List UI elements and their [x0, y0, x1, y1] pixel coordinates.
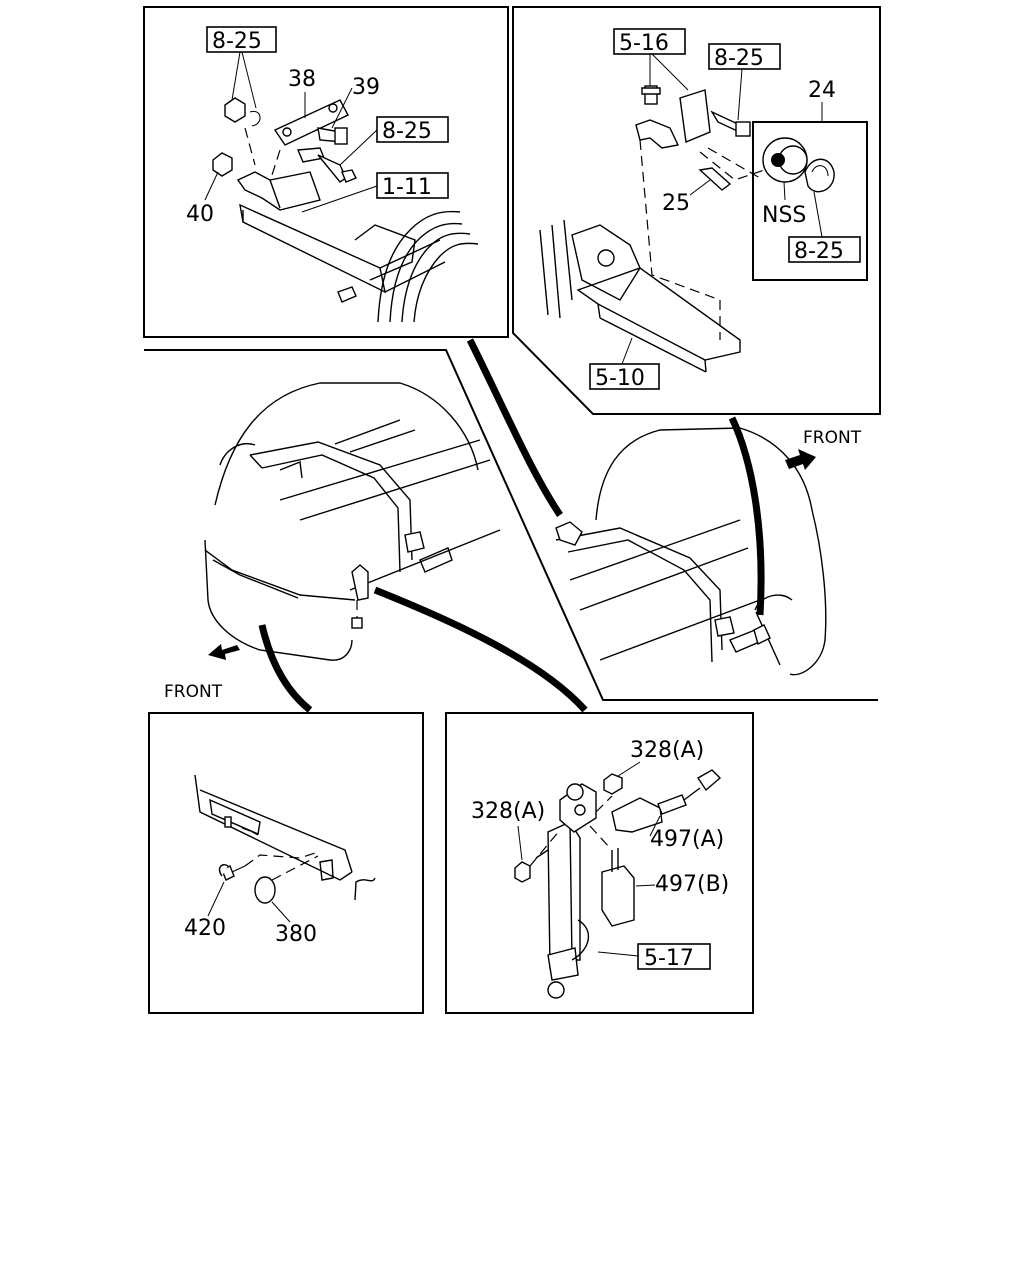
ref-label-5-16: 5-16 [619, 31, 669, 56]
part-number-380: 380 [275, 922, 317, 947]
part-number-328a-top: 328(A) [630, 738, 704, 763]
ref-box-8-25-a [206, 26, 277, 53]
ref-box-8-25-b [376, 116, 449, 143]
ref-box-8-25-d [788, 236, 861, 263]
ref-label-5-17: 5-17 [644, 946, 694, 971]
part-number-497b: 497(B) [655, 872, 729, 897]
part-number-40: 40 [186, 202, 214, 227]
part-number-24: 24 [808, 78, 836, 103]
panel-middle: FRONT FRONT [144, 338, 878, 713]
part-number-420: 420 [184, 916, 226, 941]
panel-bottom-left: 420 380 [148, 712, 424, 1014]
part-number-38: 38 [288, 67, 316, 92]
panel-bottom-right: 328(A) 328(A) 497(A) 497(B) 5-17 [445, 712, 754, 1014]
ref-label-1-11: 1-11 [382, 175, 432, 200]
ref-label-8-25-d: 8-25 [794, 239, 844, 264]
part-number-25: 25 [662, 191, 690, 216]
front-label-left: FRONT [164, 682, 223, 702]
ref-box-1-11 [376, 172, 449, 199]
ref-label-8-25-c: 8-25 [714, 46, 764, 71]
panel-top-right: 5-16 8-25 24 25 NSS 8-25 5-10 [512, 6, 881, 415]
ref-box-5-10 [589, 363, 660, 390]
part-number-39: 39 [352, 75, 380, 100]
part-number-497a: 497(A) [650, 827, 724, 852]
ref-box-8-25-c [708, 43, 781, 70]
part-number-328a-left: 328(A) [471, 799, 545, 824]
ref-label-5-10: 5-10 [595, 366, 645, 391]
front-label-right: FRONT [803, 428, 862, 448]
panel-top-left: 8-25 38 39 8-25 1-11 40 [143, 6, 509, 338]
ref-box-5-17 [637, 943, 711, 970]
ref-box-5-16 [613, 28, 686, 55]
ref-label-8-25-a: 8-25 [212, 29, 262, 54]
nss-label: NSS [762, 203, 806, 228]
ref-label-8-25-b: 8-25 [382, 119, 432, 144]
